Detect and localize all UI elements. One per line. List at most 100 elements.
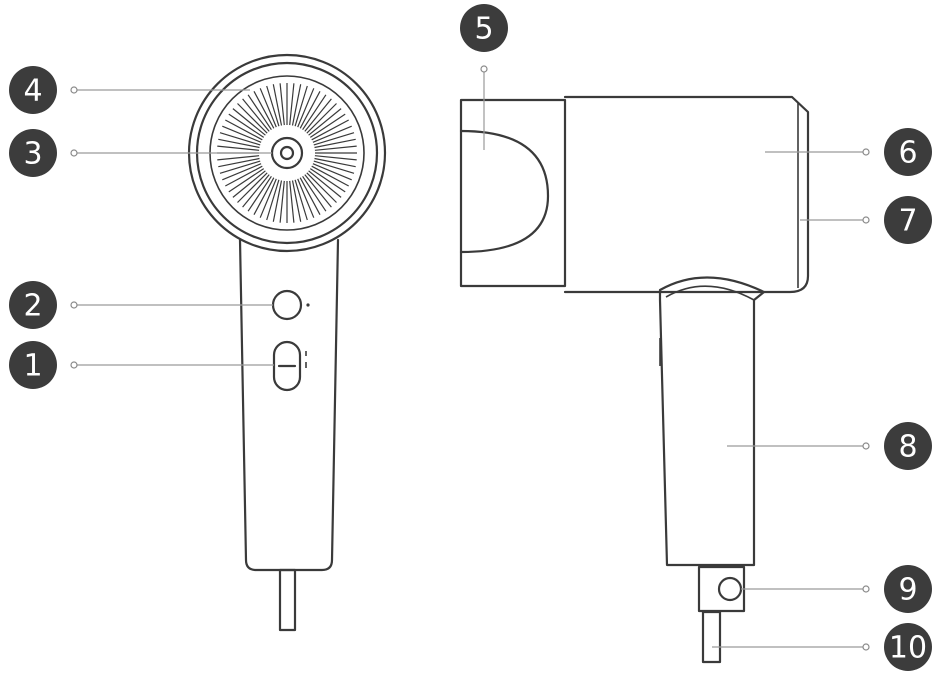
side-nozzle xyxy=(459,98,567,288)
side-cord-hinge-pivot xyxy=(717,576,743,602)
grille-vent-slot xyxy=(311,165,349,187)
callout-number: 3 xyxy=(23,137,42,172)
callout-badge-circle xyxy=(460,4,508,52)
grille-vent-slot xyxy=(289,83,295,126)
callout-9: 9 xyxy=(884,565,932,613)
leader-endpoint-1 xyxy=(70,361,78,369)
front-cord xyxy=(278,568,297,632)
leader-endpoint-6 xyxy=(862,148,870,156)
grille-vent-slot xyxy=(225,119,263,141)
grille-vent-slot xyxy=(314,138,356,149)
callout-badge-circle xyxy=(9,281,57,329)
callout-number: 4 xyxy=(23,74,42,109)
callout-badge-circle xyxy=(884,565,932,613)
leader-endpoint-5 xyxy=(480,65,488,73)
callout-badge-circle xyxy=(884,422,932,470)
grille-vent-slot xyxy=(247,175,272,212)
front-button xyxy=(271,289,303,321)
grille-vent-slot xyxy=(266,179,280,221)
grille-vent-slot xyxy=(242,98,270,132)
grille-vent-slot xyxy=(312,163,352,181)
grille-vent-slot xyxy=(289,180,295,223)
grille-vent-slot xyxy=(299,91,321,129)
grille-vent-slot xyxy=(309,113,346,138)
leader-endpoint-3 xyxy=(70,149,78,157)
callout-7: 7 xyxy=(884,196,932,244)
callout-number: 7 xyxy=(898,204,917,239)
grille-vent-slot xyxy=(253,177,275,215)
grille-vent-slot xyxy=(279,83,285,126)
grille-vent-slot xyxy=(266,85,280,127)
front-button-indicator xyxy=(306,303,310,307)
grille-vent-slot xyxy=(306,103,337,134)
side-body xyxy=(563,95,810,294)
callout-8: 8 xyxy=(884,422,932,470)
grille-vent-slot xyxy=(312,125,352,143)
side-nozzle-curve xyxy=(459,129,550,254)
grille-vent-slot xyxy=(232,170,266,198)
grille-vent-slot xyxy=(237,103,268,134)
grille-vent-slot xyxy=(242,174,270,208)
callout-badge-circle xyxy=(884,128,932,176)
leader-endpoint-9 xyxy=(862,585,870,593)
grille-vent-slot xyxy=(217,155,260,161)
grille-vent-slot xyxy=(222,163,262,181)
grille-vent-slot xyxy=(309,168,346,193)
grille-vent-slot xyxy=(314,145,357,151)
callout-number: 9 xyxy=(898,573,917,608)
front-view-dryer xyxy=(187,53,387,632)
callout-badge-circle xyxy=(9,129,57,177)
callout-number: 10 xyxy=(889,631,927,666)
callout-3: 3 xyxy=(9,129,57,177)
grille-vent-slot xyxy=(313,160,355,174)
side-cord xyxy=(701,610,722,664)
grille-vent-slot xyxy=(314,157,356,168)
grille-vent-slot xyxy=(218,138,260,149)
grille-vent-slot xyxy=(228,168,265,193)
grille-vent-slot xyxy=(228,113,265,138)
grille-vent-slot xyxy=(302,175,327,212)
callout-number: 8 xyxy=(898,430,917,465)
grille-vent-slot xyxy=(297,178,315,218)
callout-badge-circle xyxy=(884,196,932,244)
callout-badge-circle xyxy=(9,341,57,389)
leader-endpoint-2 xyxy=(70,301,78,309)
grille-vent-slot xyxy=(314,155,357,161)
side-view-dryer xyxy=(459,95,810,664)
leader-endpoint-4 xyxy=(70,86,78,94)
grille-vent-slot xyxy=(306,172,337,203)
callout-number: 1 xyxy=(23,349,42,384)
callout-1: 1 xyxy=(9,341,57,389)
grille-vent-slot xyxy=(232,108,266,136)
callout-number: 6 xyxy=(898,136,917,171)
front-center-cap xyxy=(270,136,304,170)
grille-vent-slot xyxy=(272,84,283,126)
callout-badge-circle xyxy=(9,66,57,114)
grille-vent-slot xyxy=(291,84,302,126)
front-slider-switch xyxy=(272,340,302,392)
callout-6: 6 xyxy=(884,128,932,176)
leader-endpoint-8 xyxy=(862,442,870,450)
front-center-dot xyxy=(279,145,295,161)
grille-vent-slot xyxy=(308,170,342,198)
grille-vent-slot xyxy=(272,180,283,222)
grille-vent-slot xyxy=(218,157,260,168)
callout-number: 5 xyxy=(474,12,493,47)
side-cord-hinge xyxy=(697,565,746,613)
leader-endpoint-7 xyxy=(862,216,870,224)
callout-badge-circle xyxy=(884,623,932,671)
grille-vent-slot xyxy=(291,180,302,222)
grille-vent-slot xyxy=(294,85,308,127)
grille-vent-slot xyxy=(304,98,332,132)
grille-vent-slot xyxy=(313,132,355,146)
grille-vent-slot xyxy=(279,180,285,223)
grille-vent-slot xyxy=(225,165,263,187)
grille-vent-slot xyxy=(259,178,277,218)
leader-lines xyxy=(70,65,870,651)
side-handle xyxy=(658,276,766,567)
grille-vent-slot xyxy=(219,160,261,174)
leader-endpoint-10 xyxy=(862,643,870,651)
grille-vent-slot xyxy=(297,88,315,128)
